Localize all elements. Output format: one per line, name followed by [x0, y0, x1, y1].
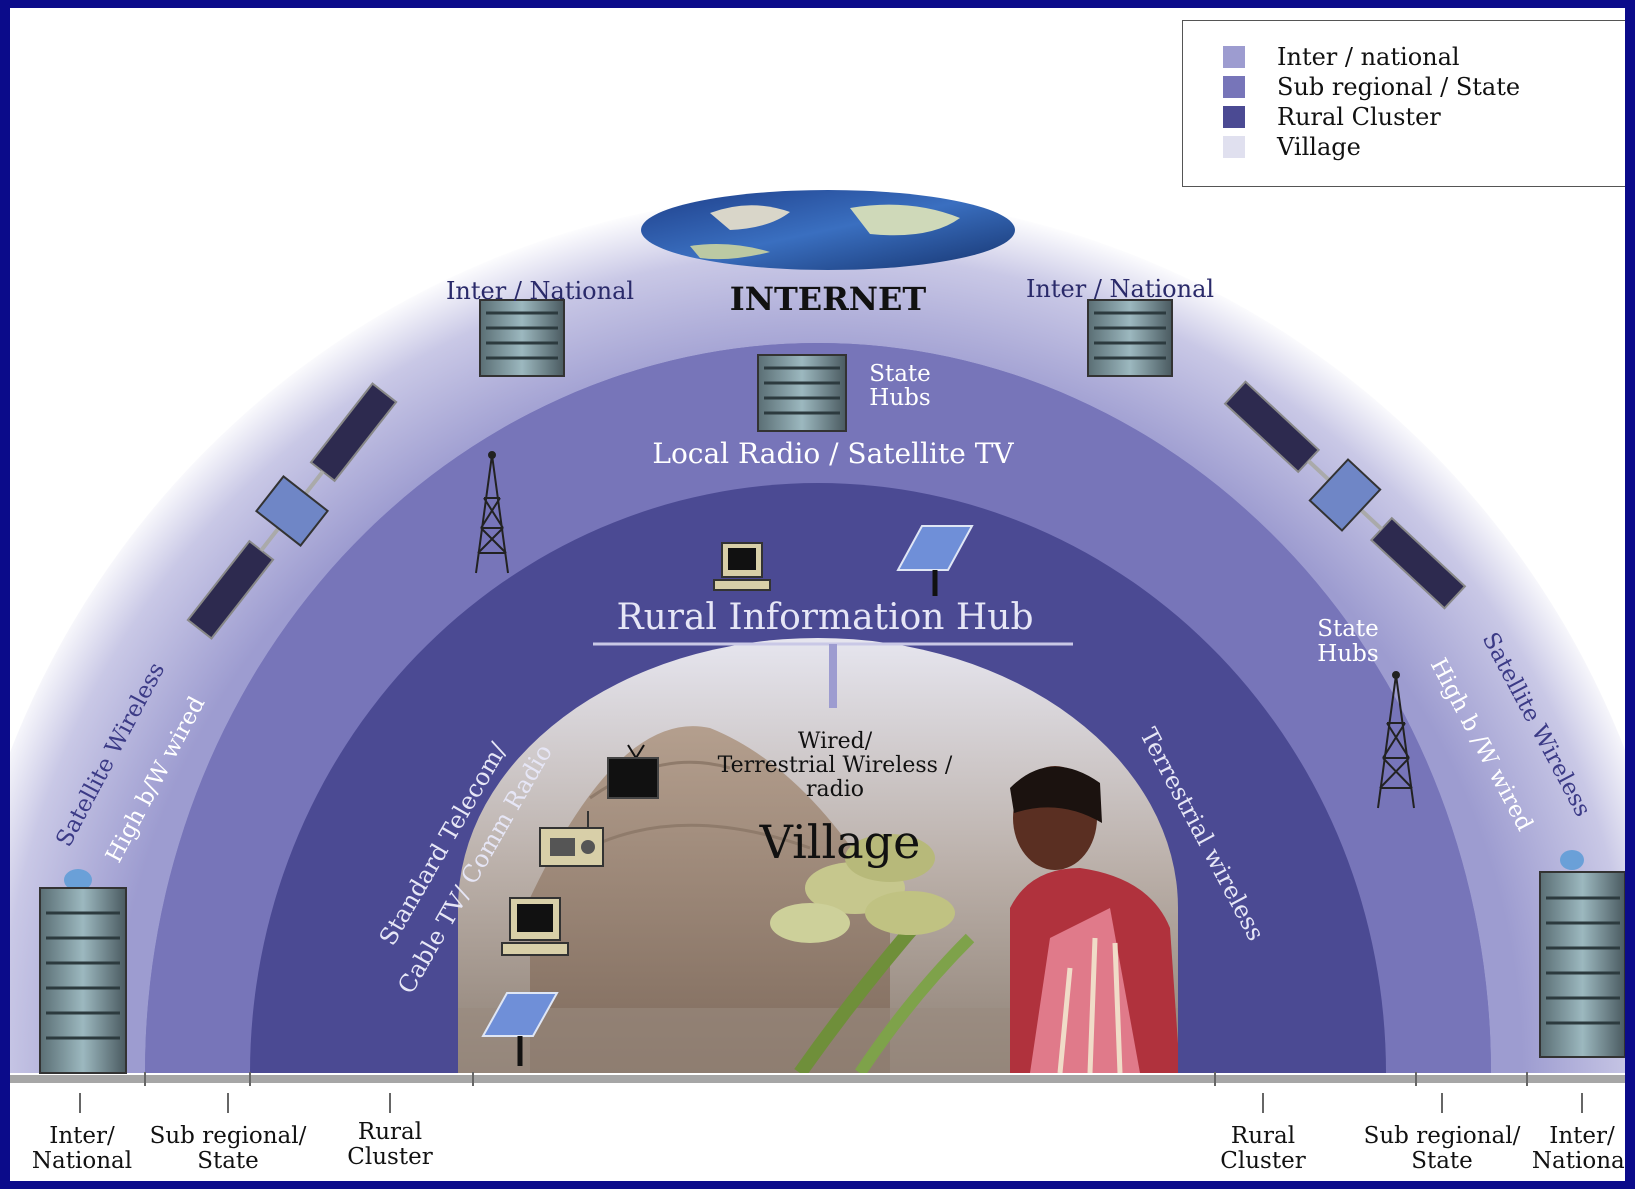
legend-label-inter-national: Inter / national	[1277, 43, 1460, 71]
legend-label-village: Village	[1277, 133, 1361, 161]
woman-image	[1010, 766, 1178, 1073]
legend-item-rural-cluster: Rural Cluster	[1223, 103, 1441, 131]
diagram-canvas: INTERNET Inter / National Inter / Nation…	[10, 8, 1625, 1181]
axis-left-3-line2: Cluster	[347, 1144, 432, 1170]
state-hubs-right-label-1: State	[1317, 616, 1379, 642]
legend-label-sub-regional: Sub regional / State	[1277, 73, 1521, 101]
axis-left-2-line1: Sub regional/	[150, 1123, 307, 1149]
axis-ticks	[79, 1072, 1583, 1113]
network-diagram: INTERNET Inter / National Inter / Nation…	[10, 190, 1625, 1174]
state-hubs-building-top-icon	[757, 354, 847, 432]
legend-label-rural-cluster: Rural Cluster	[1277, 103, 1441, 131]
radio-tower-right-icon	[1377, 671, 1415, 809]
computer-village-icon	[501, 897, 569, 956]
axis-right-2-line2: State	[1411, 1148, 1473, 1174]
radio-tower-left-icon	[475, 451, 509, 574]
legend-swatch-village	[1223, 136, 1245, 158]
legend: Inter / national Sub regional / State Ru…	[1182, 20, 1625, 187]
axis-right-1-line2: Cluster	[1220, 1148, 1305, 1174]
legend-swatch-inter-national	[1223, 46, 1245, 68]
legend-swatch-sub-regional	[1223, 76, 1245, 98]
state-hubs-right-label-2: Hubs	[1317, 641, 1378, 667]
wired-label-1: Wired/	[798, 729, 873, 754]
legend-item-village: Village	[1223, 133, 1361, 161]
hut-image	[530, 726, 890, 1073]
wired-label-2: Terrestrial Wireless /	[718, 753, 953, 778]
television-icon	[607, 744, 659, 799]
wired-label-3: radio	[806, 777, 864, 802]
local-radio-label: Local Radio / Satellite TV	[652, 437, 1014, 470]
radio-icon	[539, 811, 604, 867]
rural-info-hub-label: Rural Information Hub	[616, 597, 1033, 638]
inter-national-building-bottom-right-icon	[1539, 850, 1625, 1058]
computer-hub-icon	[713, 542, 771, 591]
inter-national-building-bottom-left-icon	[39, 869, 127, 1074]
inter-national-building-left-icon	[479, 299, 565, 377]
inter-national-left-label: Inter / National	[446, 277, 634, 305]
state-hubs-top-label-2: Hubs	[869, 385, 930, 411]
axis-right-3-line2: National	[1532, 1148, 1625, 1174]
legend-swatch-rural-cluster	[1223, 106, 1245, 128]
axis-bar	[10, 1075, 1625, 1083]
legend-item-inter-national: Inter / national	[1223, 43, 1460, 71]
inter-national-building-right-icon	[1087, 299, 1173, 377]
axis-left-1-line1: Inter/	[49, 1123, 115, 1149]
solar-panel-hub-icon	[896, 525, 974, 596]
legend-item-sub-regional: Sub regional / State	[1223, 73, 1520, 101]
inter-national-right-label: Inter / National	[1026, 275, 1214, 303]
satellite-left-icon	[186, 382, 398, 640]
state-hubs-top-label-1: State	[869, 361, 931, 387]
satellite-right-icon	[1223, 380, 1467, 610]
axis-right-3-line1: Inter/	[1549, 1123, 1615, 1149]
axis-left-3-line1: Rural	[358, 1119, 422, 1145]
axis-left-2-line2: State	[197, 1148, 259, 1174]
internet-label: INTERNET	[730, 280, 927, 318]
axis-right-2-line1: Sub regional/	[1364, 1123, 1521, 1149]
axis-left-1-line2: National	[32, 1148, 132, 1174]
solar-panel-village-icon	[481, 992, 559, 1066]
sorghum-image	[770, 834, 975, 1073]
village-label: Village	[759, 815, 921, 869]
internet-globe-icon	[641, 190, 1015, 270]
axis-right-1-line1: Rural	[1231, 1123, 1295, 1149]
